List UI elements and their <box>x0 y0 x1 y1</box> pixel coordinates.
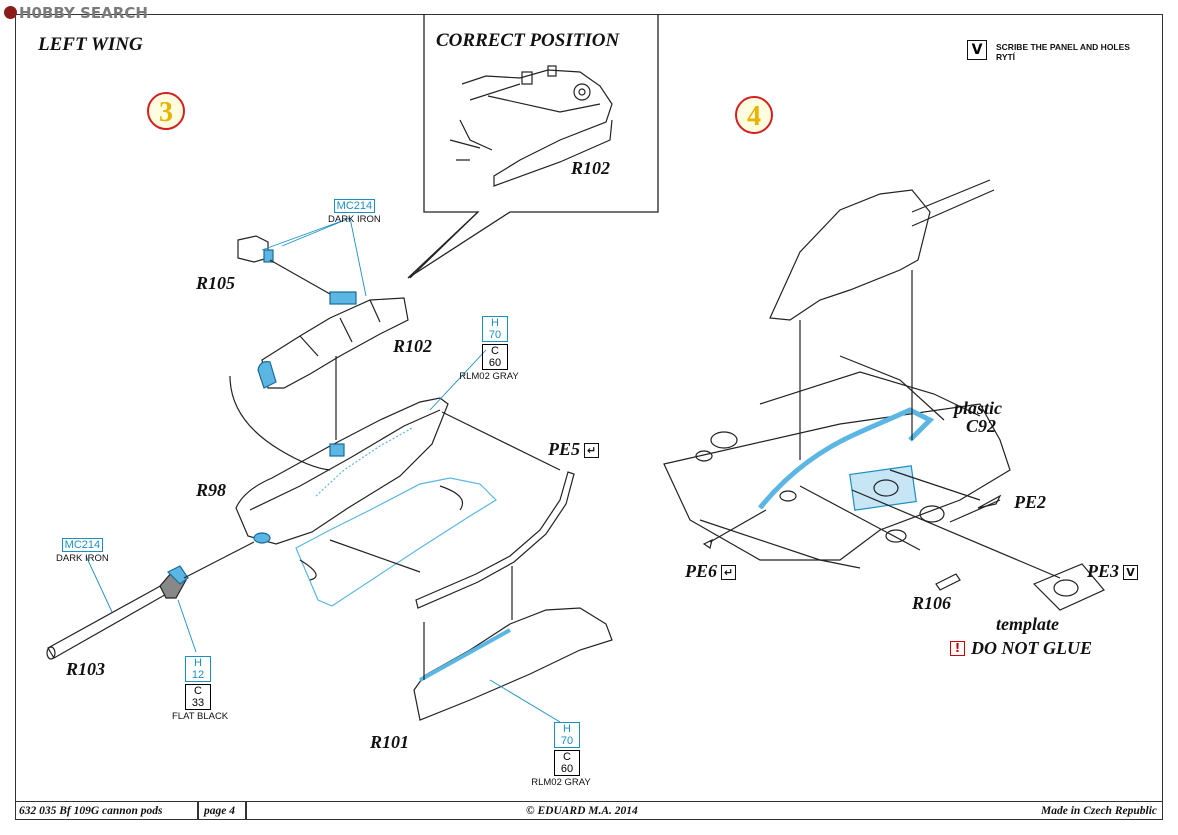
bend-icon: ↵ <box>584 443 600 458</box>
paint-h12: H 12 C 33 FLAT BLACK <box>172 656 228 722</box>
label-r102-inset: R102 <box>571 158 611 178</box>
watermark: H0BBY SEARCH <box>4 4 148 22</box>
paint-code: MC214 <box>61 538 104 552</box>
label-r103: R103 <box>66 659 106 679</box>
label-r102: R102 <box>393 336 433 356</box>
label-r106: R106 <box>912 593 952 613</box>
legend-text: SCRIBE THE PANEL AND HOLES RYTÍ <box>996 42 1130 62</box>
warning-icon: ! <box>950 641 965 656</box>
label-pe2: PE2 <box>1014 492 1047 512</box>
label-template: template <box>996 614 1059 634</box>
paint-code-2: C 60 <box>482 344 508 370</box>
paint-h70-top: H 70 C 60 RLM02 GRAY <box>459 316 520 382</box>
pe6-part <box>702 538 713 549</box>
paint-code-2: C 33 <box>185 684 211 710</box>
paint-code-1: H 70 <box>482 316 508 342</box>
watermark-logo-icon <box>4 6 17 19</box>
paint-code-2: C 60 <box>554 750 580 776</box>
legend-line-1: SCRIBE THE PANEL AND HOLES <box>996 42 1130 52</box>
sheet-frame <box>15 14 1163 820</box>
label-pe6: PE6↵ <box>685 561 737 582</box>
bend-icon: ↵ <box>721 565 737 580</box>
label-r98: R98 <box>196 480 227 500</box>
step-number-3: 3 <box>147 92 185 130</box>
step-number-4: 4 <box>735 96 773 134</box>
pod-step4 <box>769 189 931 321</box>
paint-name: RLM02 GRAY <box>531 777 591 788</box>
paint-code-1: H 12 <box>185 656 211 682</box>
label-pe5: PE5↵ <box>548 439 600 460</box>
paint-mc214-left: MC214 DARK IRON <box>56 535 109 564</box>
paint-h70-bottom: H 70 C 60 RLM02 GRAY <box>531 722 592 788</box>
paint-code-1: H 70 <box>554 722 580 748</box>
r101-lower-part <box>413 607 613 721</box>
wing-panel <box>663 403 1011 561</box>
scribe-icon: V <box>1123 565 1139 580</box>
footer-made-in: Made in Czech Republic <box>1041 805 1157 817</box>
r101-upper-part <box>295 477 497 607</box>
paint-name: DARK IRON <box>328 214 381 225</box>
pe2-part <box>977 494 1002 509</box>
label-c92: C92 <box>966 416 997 436</box>
label-r105: R105 <box>196 273 236 293</box>
inset-title: CORRECT POSITION <box>436 30 620 51</box>
r106-part <box>935 573 961 591</box>
footer-divider <box>197 802 199 820</box>
scribe-legend-icon: V <box>967 40 987 60</box>
footer-divider <box>245 802 247 820</box>
inset-cannon-sketch <box>449 69 613 187</box>
paint-name: RLM02 GRAY <box>459 371 519 382</box>
inset-callout <box>407 14 659 279</box>
paint-mc214-top: MC214 DARK IRON <box>328 196 381 225</box>
paint-name: FLAT BLACK <box>172 711 229 722</box>
legend-line-2: RYTÍ <box>996 52 1016 62</box>
paint-code: MC214 <box>333 199 376 213</box>
paint-name: DARK IRON <box>56 553 109 564</box>
c92-part <box>758 407 935 510</box>
template-part <box>1032 563 1105 611</box>
footer-page: page 4 <box>204 805 235 817</box>
r98-part <box>235 397 449 545</box>
label-r101: R101 <box>370 732 410 752</box>
r102-part <box>261 297 409 389</box>
do-not-glue-note: !DO NOT GLUE <box>950 638 1092 659</box>
pe5-part <box>415 471 575 609</box>
footer-bar: 632 035 Bf 109G cannon pods page 4 © EDU… <box>15 801 1163 820</box>
label-plastic: plastic <box>954 398 1002 418</box>
footer-copyright: © EDUARD M.A. 2014 <box>526 805 638 817</box>
footer-product-code: 632 035 Bf 109G cannon pods <box>19 805 163 817</box>
r103-part <box>47 583 171 659</box>
page-title: LEFT WING <box>38 34 143 55</box>
